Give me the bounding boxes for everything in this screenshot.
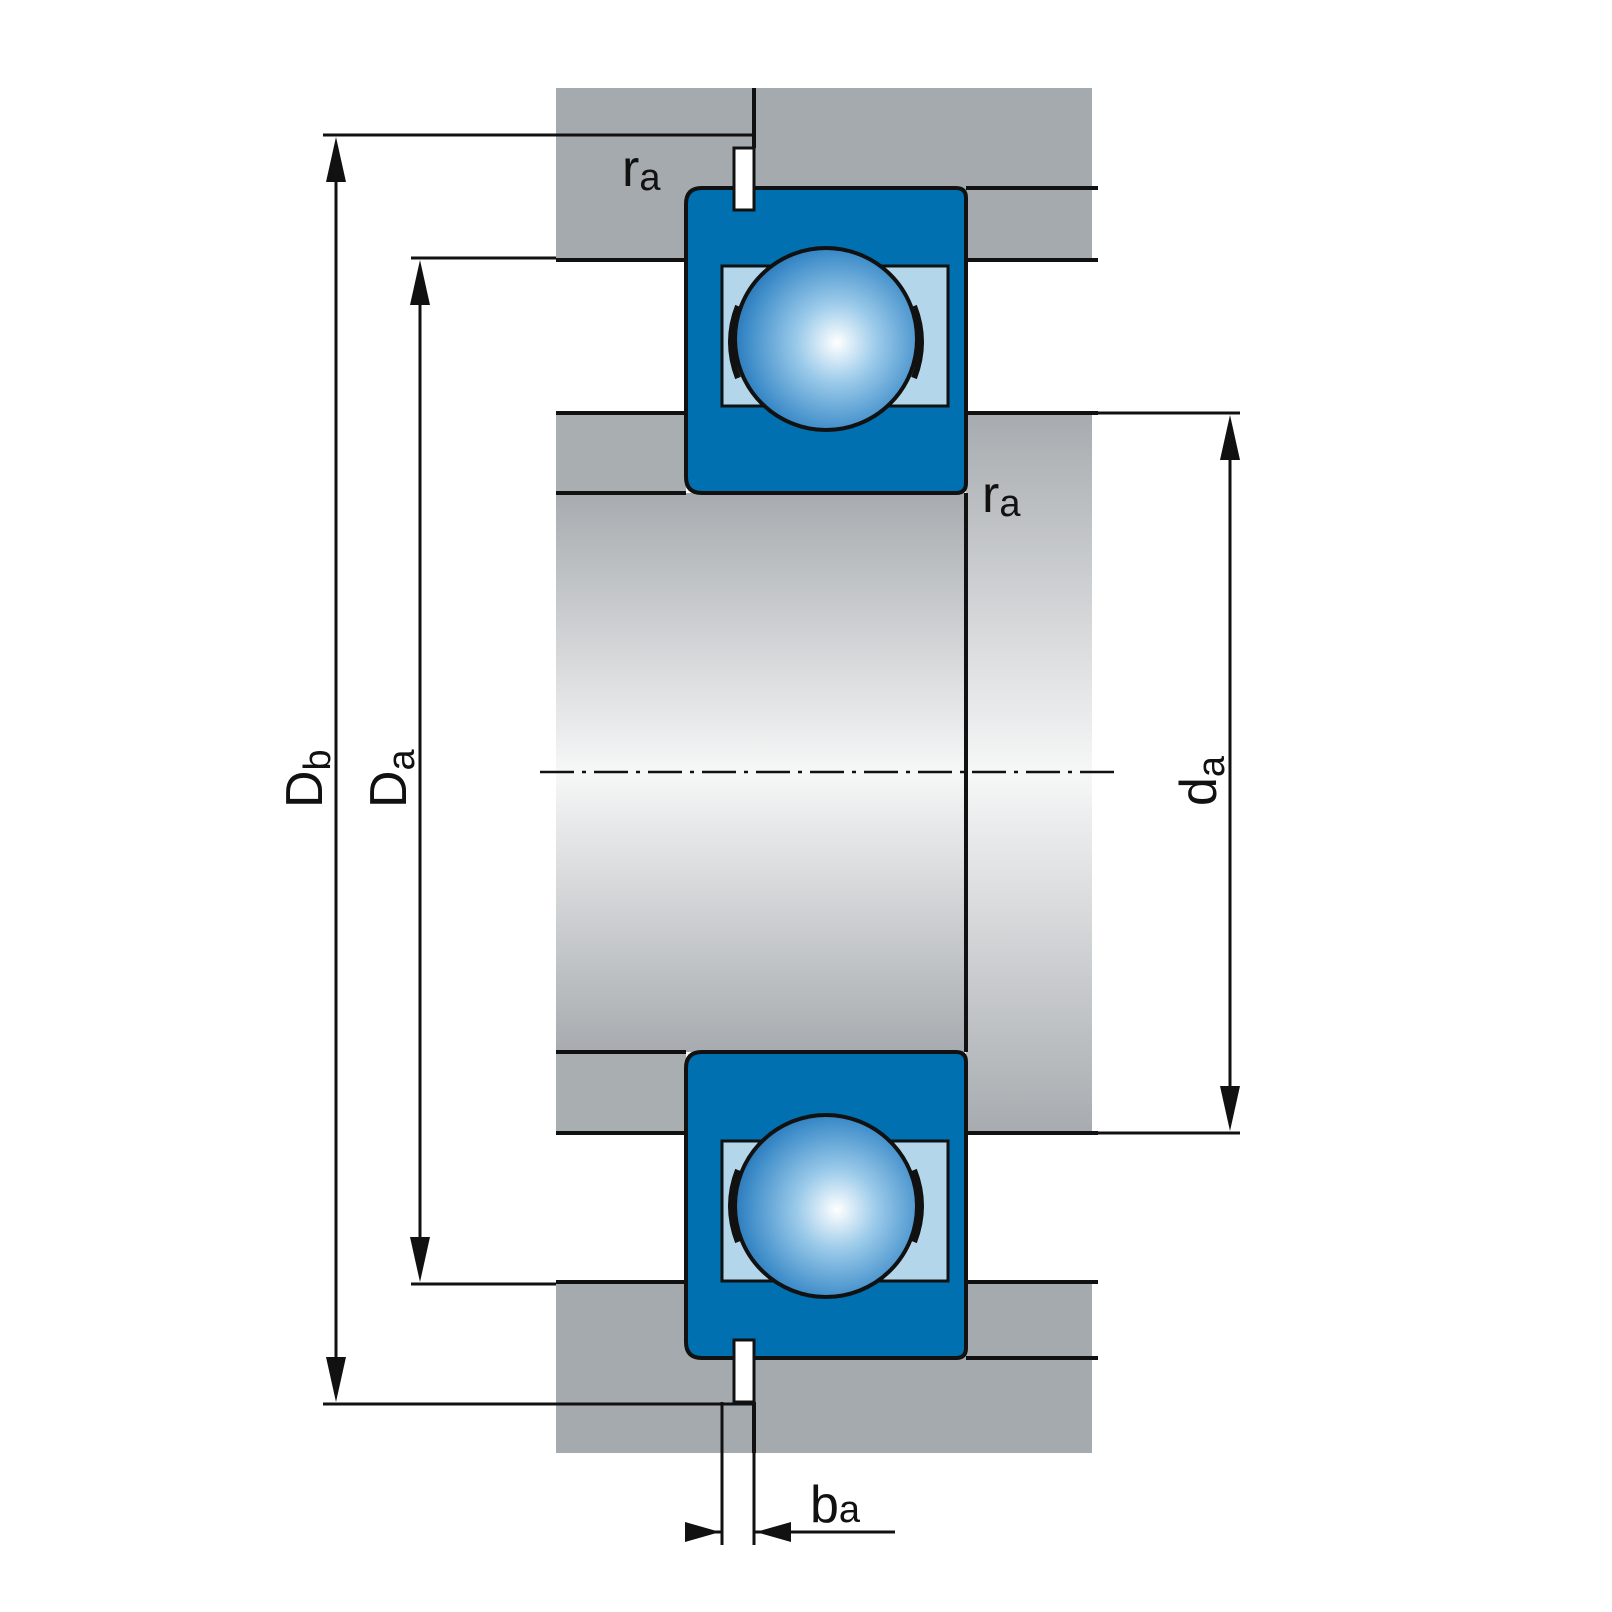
bearing-lower-cage-left [728,1168,741,1244]
label-ra-mid-sub: a [999,483,1021,525]
label-da-upper-main: D [360,770,418,808]
snap-ring-upper [732,146,756,212]
da-arrow-bottom [410,1237,430,1282]
bearing-lower-cage-right [911,1168,924,1244]
shaft-upper-shoulder [556,413,686,493]
label-ra-mid-main: r [982,466,999,524]
bearing-upper-ball [733,246,919,432]
label-da-lower-main: d [1170,777,1228,806]
arrowheads [326,137,1240,1542]
label-da-lower-sub: a [1191,755,1233,777]
label-da-lower: da [1170,755,1233,806]
bearing-lower-section [684,1050,968,1404]
bearing-upper-cage-left [728,304,741,380]
bearing-upper-cage-right [911,304,924,380]
label-da-upper: Da [360,748,423,808]
label-ra-mid: ra [982,466,1021,525]
label-ba-sub: a [839,1489,861,1531]
label-ra-top-sub: a [639,157,661,199]
label-ra-top: ra [622,140,661,199]
snap-ring-lower [732,1338,756,1404]
ba-arrow-left [685,1522,720,1542]
label-da-upper-sub: a [381,748,423,770]
da-arrow-top [410,260,430,305]
da-small-arrow-top [1220,415,1240,460]
label-ra-top-main: r [622,140,639,198]
da-small-arrow-bottom [1220,1086,1240,1131]
label-db-sub: b [297,749,339,770]
shaft-lower-shoulder [556,1052,686,1133]
dimension-lines [323,133,1240,1545]
label-ba-main: b [810,1476,839,1534]
label-db: Db [276,749,339,808]
label-ba: ba [810,1476,861,1534]
bearing-lower-ball [733,1113,919,1299]
label-db-main: D [276,770,334,808]
db-arrow-top [326,137,346,182]
contour-lines [556,88,1098,1453]
ba-arrow-right [756,1522,791,1542]
bearing-upper-section [684,146,968,495]
db-arrow-bottom [326,1357,346,1402]
